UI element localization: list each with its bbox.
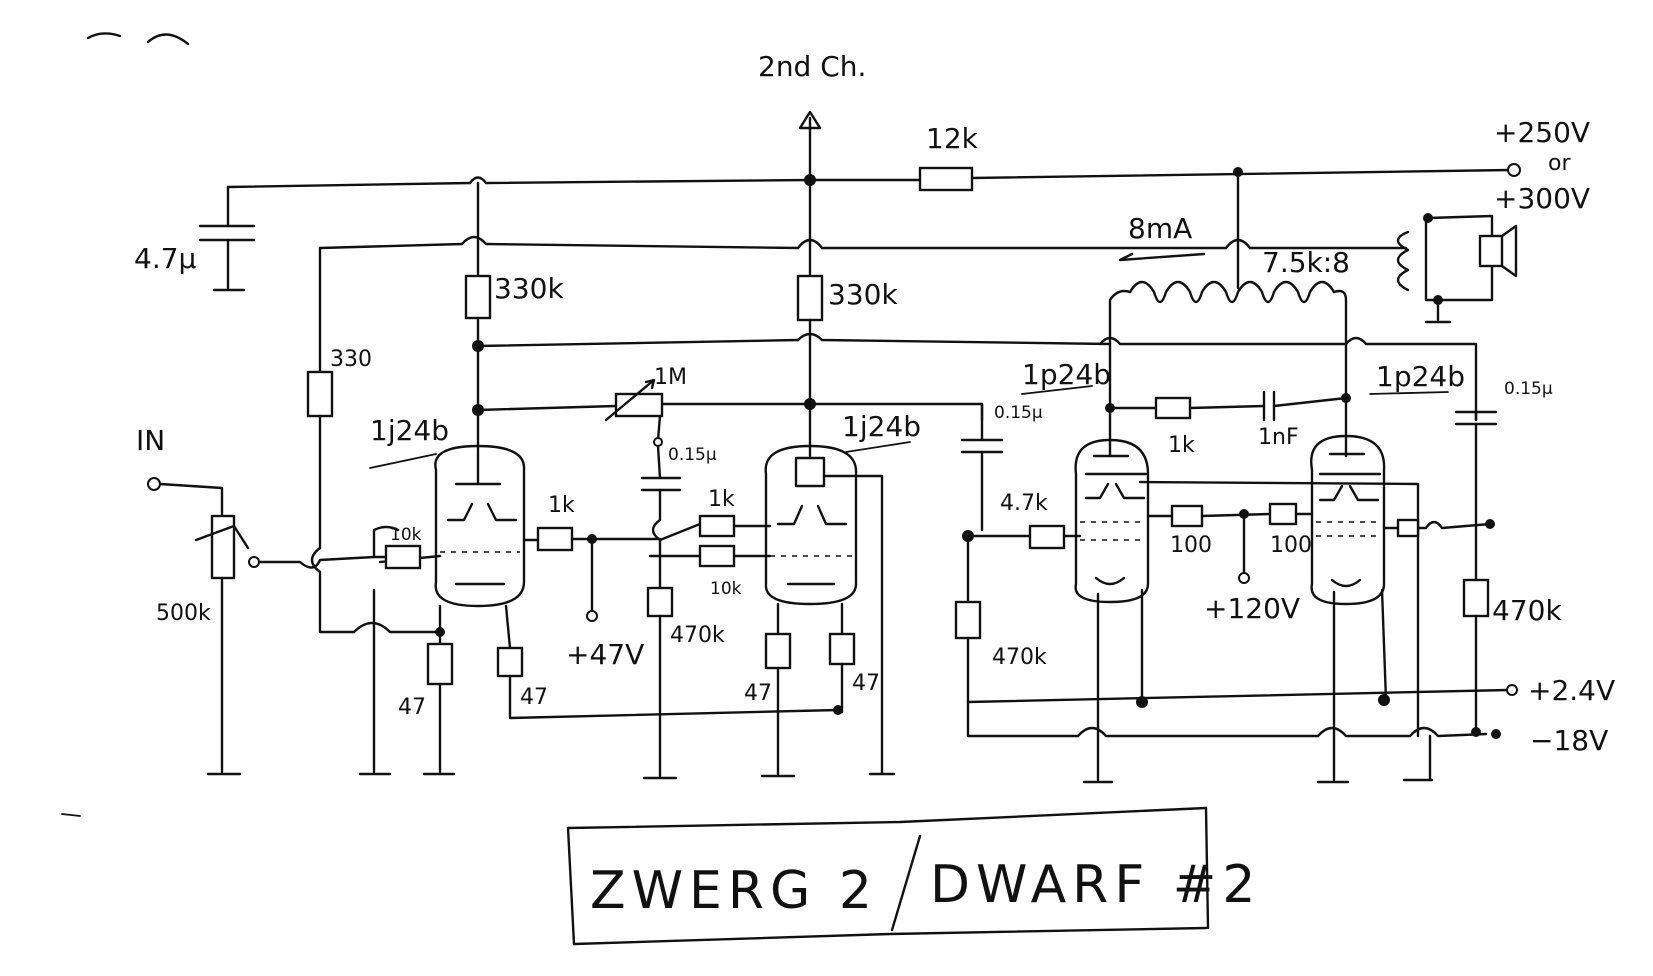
resistor-470k-c [1462,578,1490,618]
label-resistor-100-b: 100 [1270,533,1312,558]
tube-v3-1p24b [1074,438,1150,604]
label-capacitor-015-b: 0.15µ [994,403,1043,423]
label-capacitor-015-c: 0.15µ [1504,379,1553,399]
pi-plate-network [1098,336,1478,458]
tube-label-underline [1021,385,1093,395]
label-transformer-ratio: 7.5k:8 [1262,246,1350,279]
resistor-grid-v4 [1396,518,1420,538]
resistor-100-a [1170,504,1204,528]
label-capacitor-1nf: 1nF [1258,425,1299,450]
capacitor-4u7 [198,185,256,292]
v1-cathode-network [358,604,840,776]
tube-v1-1j24b [434,444,526,608]
title-box [566,806,1210,946]
tube-label-underline [369,453,437,469]
resistor-10k-b [698,544,736,568]
label-resistor-330k-a: 330k [494,272,564,305]
v1-grid-network [372,525,662,774]
label-resistor-470k-c: 470k [1492,594,1562,627]
resistor-1k-c [1154,396,1192,420]
screen-grid-network [1138,480,1495,738]
label-resistor-10k-b: 10k [710,579,742,599]
title-zwerg: ZWERG 2 [590,861,878,921]
label-resistor-470k-b: 470k [992,645,1047,670]
label-pot-1m: 1M [654,365,687,390]
capacitor-015-c [1454,410,1498,737]
stray-mark [86,32,122,40]
supply-terminal [1507,163,1521,177]
stray-mark [61,813,81,817]
label-resistor-47-a: 47 [398,695,426,720]
label-resistor-100-a: 100 [1170,533,1212,558]
label-resistor-1k-c: 1k [1168,433,1195,458]
resistor-47-c [764,632,792,670]
label-resistor-12k: 12k [926,122,979,155]
capacitor-1nf [1262,390,1276,422]
label-resistor-470k-a: 470k [670,623,725,648]
resistor-47-a [426,642,454,686]
pi-cathode-network [966,588,1510,784]
input-volume [147,477,376,776]
v2-cathode-network [760,602,856,778]
stray-mark [146,33,190,46]
label-resistor-47-c: 47 [744,681,772,706]
speaker [1478,234,1504,268]
label-tube-v1: 1j24b [370,414,449,447]
resistor-100-b [1268,502,1298,526]
label-second-channel: 2nd Ch. [758,50,866,83]
label-capacitor-015-a: 0.15µ [668,445,717,465]
label-supply-v1: +250V [1494,116,1590,149]
resistor-470k-b [954,600,982,640]
label-tube-v3: 1p24b [1022,358,1111,391]
tube-label-underline [845,441,911,453]
label-voltage-47: +47V [566,638,644,671]
label-supply-or: or [1548,151,1571,176]
label-resistor-47-d: 47 [852,671,880,696]
tube-v2-1j24b [764,444,896,776]
output-transformer [1108,170,1518,346]
label-resistor-10k-a: 10k [390,525,422,545]
label-input: IN [136,424,165,457]
resistor-47-d [828,632,856,666]
tube-label-underline [1369,391,1449,395]
capacitor-015-a [640,444,682,584]
label-resistor-1k-a: 1k [548,493,575,518]
label-pot-500k: 500k [156,601,211,626]
v2-grid-network [642,514,772,780]
resistor-10k-a [384,544,422,570]
resistor-4k7-network [1028,524,1082,550]
resistor-12k [918,166,974,192]
resistor-330k-a [464,181,1112,457]
title-dwarf: DWARF #2 [930,855,1261,915]
resistor-1k-a [536,526,574,552]
label-resistor-330k-b: 330k [828,278,898,311]
capacitor-015-b [954,402,1488,738]
label-voltage-120: +120V [1204,592,1300,625]
label-resistor-47-b: 47 [520,685,548,710]
label-capacitor-4u7: 4.7µ [134,242,197,275]
label-resistor-330: 330 [330,347,372,372]
feed-rail [318,235,1408,250]
label-supply-v2: +300V [1494,182,1590,215]
b-plus-rail [226,110,1521,192]
label-voltage-neg18: −18V [1530,724,1608,757]
resistor-470k-a [646,586,674,618]
label-resistor-4k7: 4.7k [1000,491,1048,516]
label-tube-v4: 1p24b [1376,360,1465,393]
label-tube-v2: 1j24b [842,410,921,443]
label-resistor-1k-b: 1k [708,487,735,512]
resistor-330k-b [796,178,824,458]
resistor-47-b [496,646,524,678]
label-voltage-2v4: +2.4V [1528,674,1615,707]
tube-v4-1p24b [1310,434,1386,606]
resistor-1k-b [698,514,736,538]
supply-terminals [1491,684,1518,739]
label-current-8ma: 8mA [1128,212,1192,245]
